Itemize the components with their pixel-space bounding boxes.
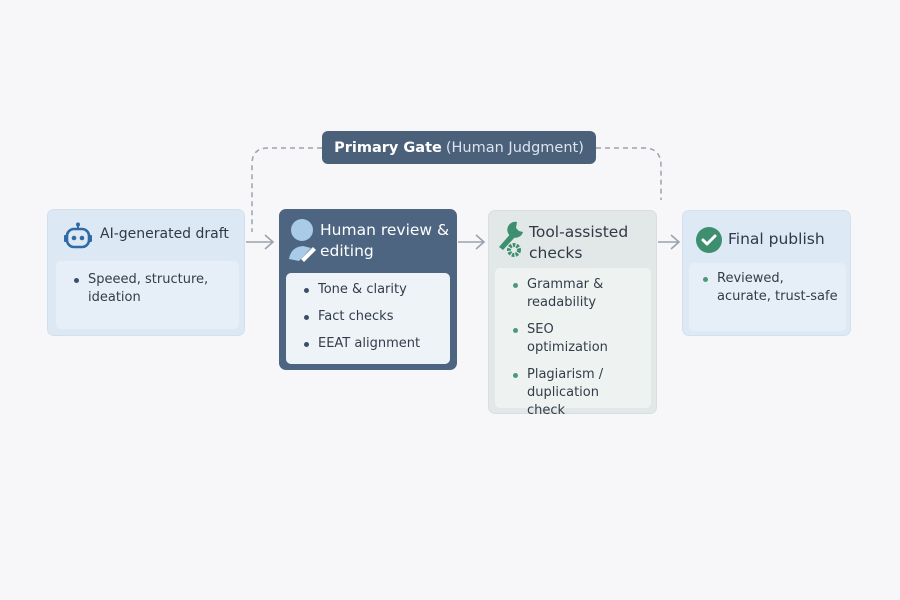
- list-item: Reviewed, acurate, trust-safe: [699, 270, 840, 306]
- robot-icon: [64, 222, 92, 249]
- list-item: Grammar & readability: [509, 276, 633, 312]
- gate-dashed-right: [596, 147, 662, 200]
- gate-subtitle: (Human Judgment): [445, 139, 584, 156]
- list-item: EEAT alignment: [300, 335, 440, 353]
- list-item: SEO optimization: [509, 321, 633, 357]
- step-tool-checks: Tool-assisted checks Grammar & readabili…: [488, 210, 657, 418]
- step-title: AI-generated draft: [100, 226, 229, 242]
- list-item: Fact checks: [300, 308, 440, 326]
- arrow-3: [658, 234, 681, 250]
- list-item: Tone & clarity: [300, 281, 440, 299]
- arrow-2: [458, 234, 486, 250]
- step-human-review: Human review & editing Tone & clarity Fa…: [279, 209, 457, 370]
- step-ai-draft: AI-generated draft Speeed, structure, id…: [47, 209, 245, 336]
- arrow-1: [246, 234, 275, 250]
- check-circle-icon: [696, 227, 722, 253]
- step-final-publish: Final publish Reviewed, acurate, trust-s…: [682, 210, 851, 336]
- list-item: Speeed, structure, ideation: [70, 271, 210, 307]
- step-title: Tool-assisted checks: [529, 223, 629, 262]
- gate-title: Primary Gate: [334, 139, 442, 156]
- step-title: Final publish: [728, 230, 825, 248]
- primary-gate-label: Primary Gate(Human Judgment): [322, 131, 596, 164]
- wrench-gear-icon: [499, 221, 523, 257]
- person-edit-icon: [289, 219, 316, 262]
- list-item: Plagiarism / duplication check: [509, 366, 633, 420]
- step-title: Human review & editing: [320, 221, 450, 260]
- gate-dashed-left: [251, 147, 322, 232]
